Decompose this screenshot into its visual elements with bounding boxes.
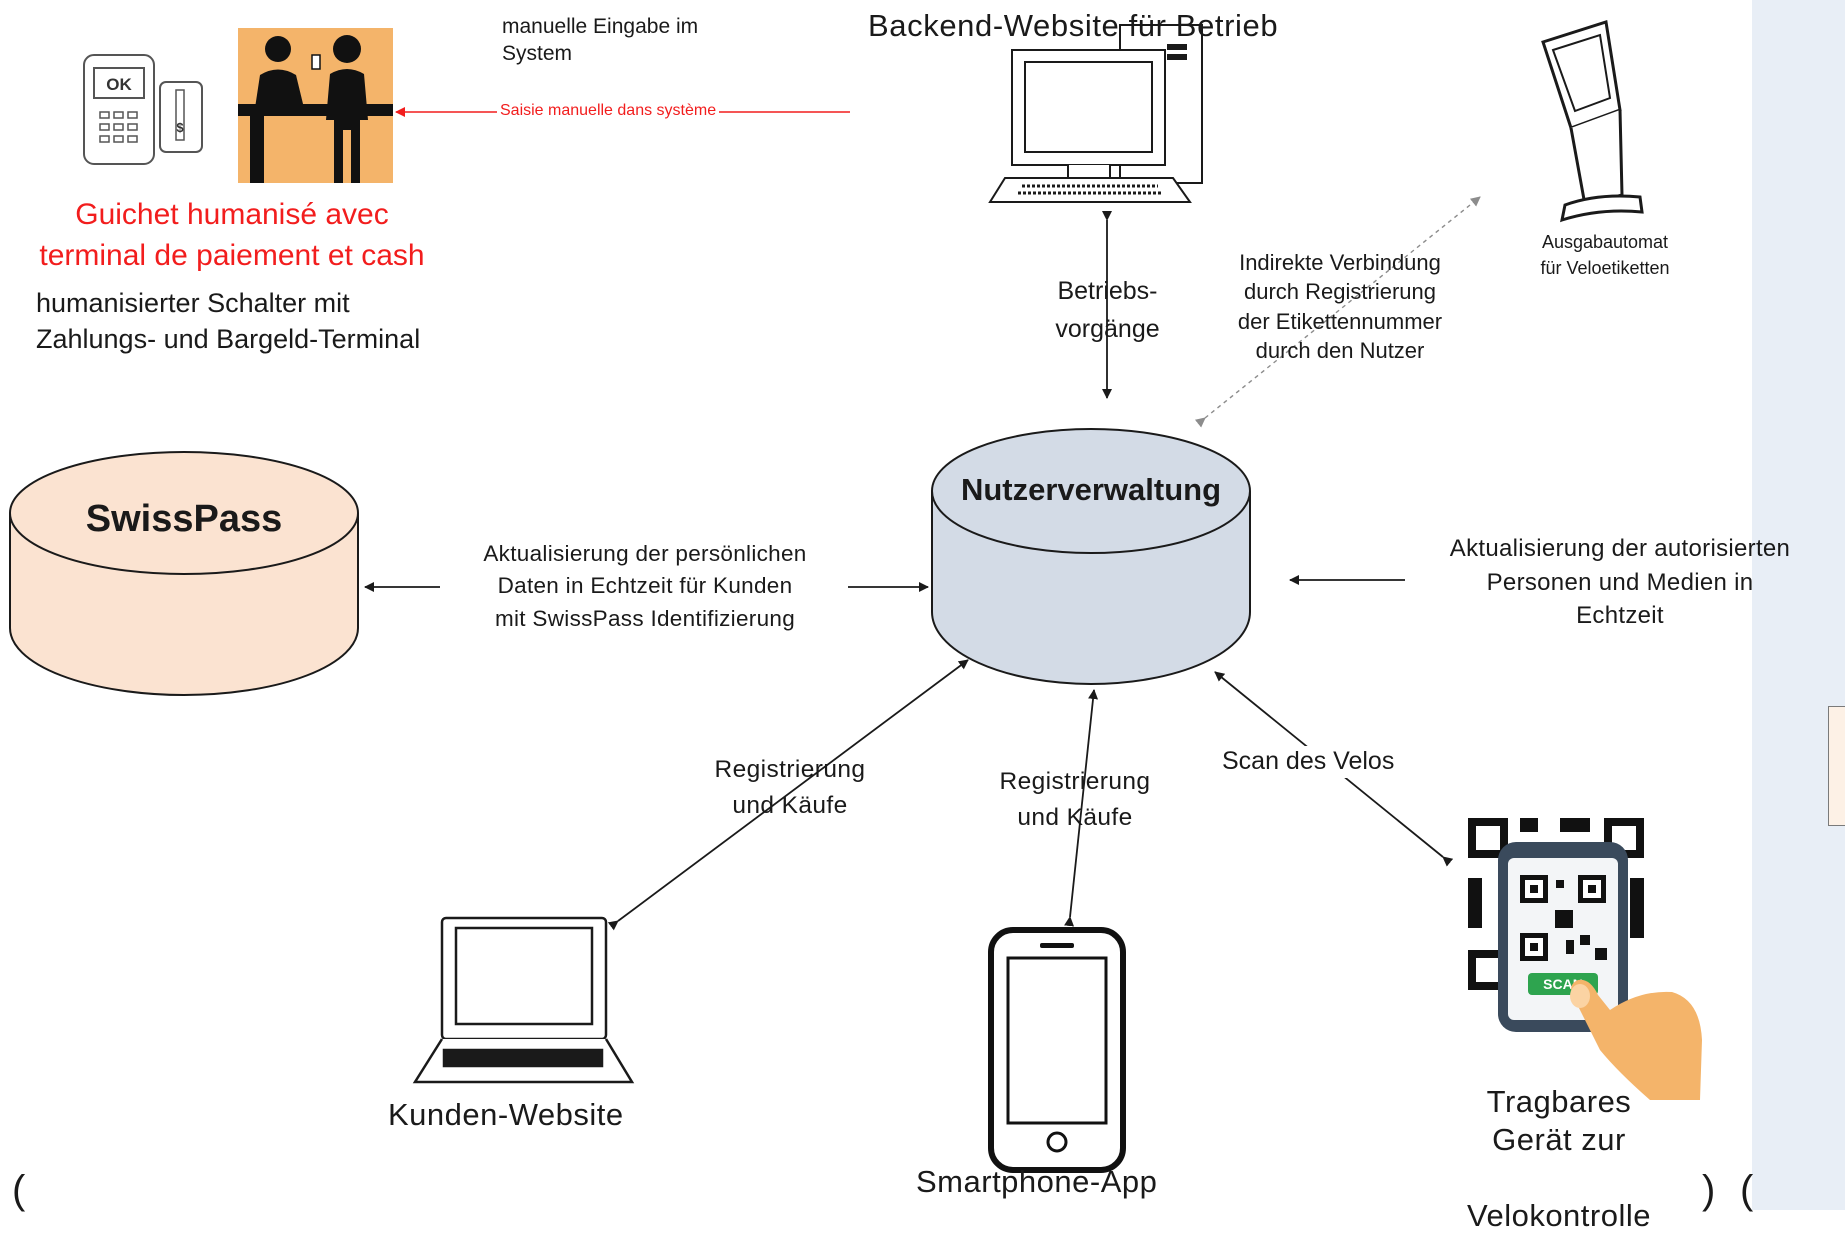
stray-paren-left: (	[12, 1168, 26, 1212]
swisspass-database	[9, 451, 359, 696]
side-box	[1828, 706, 1845, 826]
manual-entry-label-fr: Saisie manuelle dans système	[497, 101, 720, 122]
counter-illustration: OK $	[83, 28, 393, 183]
central-db-label: Nutzerverwaltung	[960, 472, 1222, 507]
edge-operations-label: Betriebs- vorgänge	[1055, 277, 1160, 343]
side-panel	[1752, 0, 1845, 1210]
website-label: Kunden-Website	[388, 1097, 624, 1132]
laptop-icon	[412, 916, 635, 1084]
edge-app-label: Registrierung und Käufe	[999, 768, 1151, 831]
central-database	[931, 428, 1251, 685]
edge-swisspass-label: Aktualisierung der persönlichen Daten in…	[483, 541, 807, 631]
stray-paren-right: )	[1702, 1168, 1716, 1212]
stray-paren-right2: (	[1740, 1168, 1754, 1212]
kiosk-icon	[1541, 20, 1644, 223]
edge-website	[607, 659, 969, 931]
terminal-currency-text: $	[176, 120, 184, 135]
scan-device-icon: SCAN	[1468, 818, 1702, 1100]
device-label: Tragbares Gerät zur Velokontrolle	[1466, 1084, 1651, 1234]
app-label: Smartphone-App	[916, 1164, 1158, 1199]
smartphone-icon	[988, 927, 1126, 1173]
kiosk-label: Ausgabautomat für Veloetiketten	[1540, 232, 1670, 278]
edge-authorized-label: Aktualisierung der autorisierten Persone…	[1449, 535, 1791, 630]
backend-computer-icon	[988, 24, 1203, 203]
swisspass-db-label: SwissPass	[85, 498, 283, 540]
manual-entry-label-de: manuelle Eingabe im System	[502, 15, 699, 65]
edge-scan-label: Scan des Velos	[1222, 746, 1395, 778]
architecture-diagram: OK $	[9, 0, 1845, 1233]
edge-website-label: Registrierung und Käufe	[714, 756, 866, 819]
counter-title-de: humanisierter Schalter mit Zahlungs- und…	[36, 288, 421, 354]
diagram-canvas: OK $	[9, 20, 1702, 1173]
counter-title-fr: Guichet humanisé avec terminal de paieme…	[39, 198, 425, 273]
backend-label: Backend-Website für Betrieb	[868, 8, 1279, 43]
edge-indirect-label: Indirekte Verbindung durch Registrierung…	[1237, 250, 1443, 363]
edge-app	[1064, 689, 1099, 927]
edge-indirect	[1194, 196, 1481, 428]
terminal-ok-text: OK	[106, 75, 132, 94]
